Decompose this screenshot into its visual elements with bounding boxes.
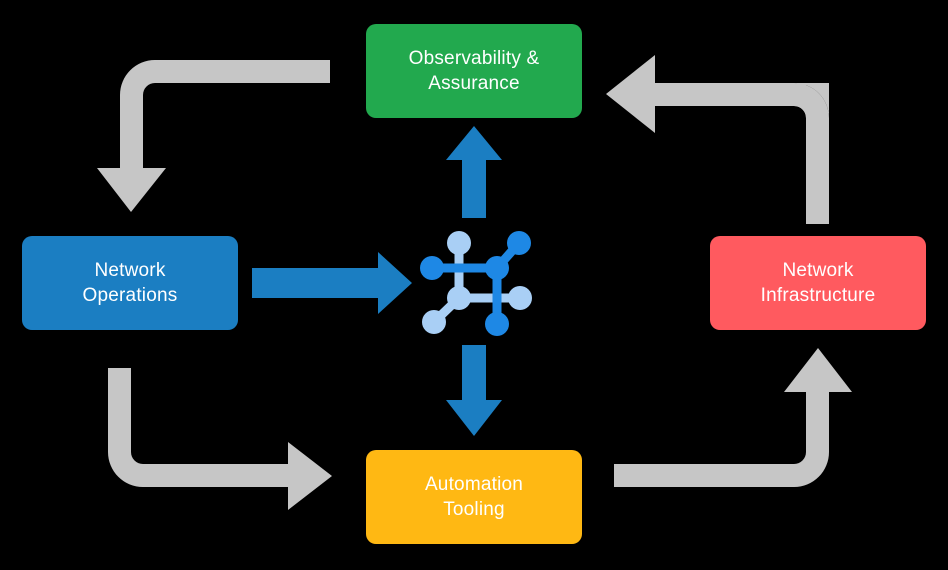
cycle-arrow-automation-to-infrastructure bbox=[614, 348, 852, 487]
node-observability-assurance[interactable]: Observability & Assurance bbox=[366, 24, 582, 118]
node-network-operations[interactable]: Network Operations bbox=[22, 236, 238, 330]
cycle-arrow-observability-to-operations bbox=[97, 60, 330, 212]
node-automation-tooling[interactable]: Automation Tooling bbox=[366, 450, 582, 544]
center-arrow-down bbox=[446, 345, 502, 436]
center-arrow-right bbox=[252, 252, 412, 314]
cycle-arrow-operations-to-automation bbox=[108, 368, 332, 510]
cycle-arrow-infrastructure-to-observability-body bbox=[606, 55, 829, 224]
center-arrow-up bbox=[446, 126, 502, 218]
node-network-infrastructure[interactable]: Network Infrastructure bbox=[710, 236, 926, 330]
network-topology-icon bbox=[420, 231, 532, 336]
